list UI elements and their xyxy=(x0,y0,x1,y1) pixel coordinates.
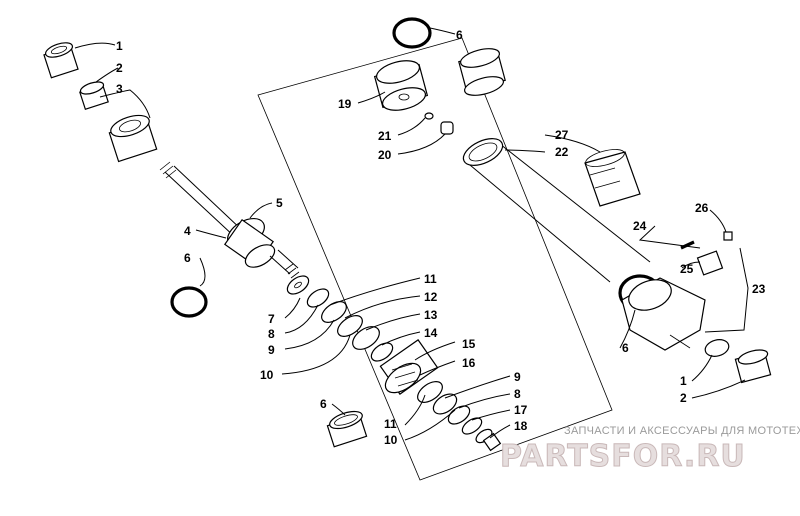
callout-12: 12 xyxy=(424,290,438,304)
callout-16: 16 xyxy=(462,356,476,370)
callout-5: 5 xyxy=(276,196,283,210)
callout-15: 15 xyxy=(462,337,476,351)
part-6-o-ring-left xyxy=(170,286,208,318)
callout-2-right: 2 xyxy=(680,391,687,405)
part-6-seal-top xyxy=(458,48,506,96)
part-5-body xyxy=(223,217,300,279)
callout-3: 3 xyxy=(116,82,123,96)
callout-26: 26 xyxy=(695,201,709,215)
callout-1-right: 1 xyxy=(680,374,687,388)
callout-6-right: 6 xyxy=(622,341,629,355)
callout-22: 22 xyxy=(555,145,569,159)
watermark-logo: PARTSFOR.RU xyxy=(500,439,746,474)
callout-10-lower: 10 xyxy=(384,433,398,447)
callout-25: 25 xyxy=(680,262,694,276)
part-15-16-piston xyxy=(379,339,439,395)
watermark: ЗАПЧАСТИ И АКСЕССУАРЫ ДЛЯ МОТОТЕХНИКИ PA… xyxy=(500,425,800,475)
callout-2-top-left: 2 xyxy=(116,61,123,75)
callout-1-top-left: 1 xyxy=(116,39,123,53)
part-4-shaft xyxy=(159,161,245,239)
callout-9-lower: 9 xyxy=(514,370,521,384)
part-3-eye xyxy=(108,114,158,163)
callout-24: 24 xyxy=(633,219,647,233)
callout-10-upper: 10 xyxy=(260,368,274,382)
callout-6-top: 6 xyxy=(456,28,463,42)
part-21-20-valve xyxy=(424,112,454,135)
part-6-seal-lower xyxy=(326,410,368,448)
callout-20: 20 xyxy=(378,148,392,162)
part-22-cylinder xyxy=(462,138,651,283)
washer-stack-lower xyxy=(417,381,502,452)
callout-6-lower: 6 xyxy=(320,397,327,411)
callout-23: 23 xyxy=(752,282,766,296)
part-27-clamp xyxy=(584,149,641,207)
callout-6-left: 6 xyxy=(184,251,191,265)
callout-18: 18 xyxy=(514,419,528,433)
callout-27: 27 xyxy=(555,128,569,142)
callout-19: 19 xyxy=(338,97,352,111)
part-2-spacer xyxy=(79,81,109,111)
callout-13: 13 xyxy=(424,308,438,322)
callout-labels: 1 2 3 4 5 6 7 8 9 10 11 12 13 14 15 16 9… xyxy=(116,28,766,447)
washer-stack-upper xyxy=(286,275,394,362)
part-1-bushing xyxy=(43,42,79,79)
callout-9-upper: 9 xyxy=(268,343,275,357)
part-19-reservoir-cap xyxy=(373,60,429,111)
callout-11-lower: 11 xyxy=(384,417,397,431)
part-25-26-valve xyxy=(680,231,733,276)
assembly-frame xyxy=(257,37,613,481)
part-6-o-ring-top xyxy=(392,17,432,49)
callout-7: 7 xyxy=(268,312,275,326)
callout-4: 4 xyxy=(184,224,191,238)
leader-lines xyxy=(74,27,749,441)
part-1-2-bushing-right xyxy=(704,339,772,384)
callout-11-upper: 11 xyxy=(424,272,437,286)
callout-8-upper: 8 xyxy=(268,327,275,341)
callout-14: 14 xyxy=(424,326,438,340)
callout-8-lower: 8 xyxy=(514,387,521,401)
part-23-lower-housing xyxy=(621,277,706,351)
watermark-caption: ЗАПЧАСТИ И АКСЕССУАРЫ ДЛЯ МОТОТЕХНИКИ xyxy=(564,425,800,437)
callout-21: 21 xyxy=(378,129,392,143)
callout-17: 17 xyxy=(514,403,528,417)
